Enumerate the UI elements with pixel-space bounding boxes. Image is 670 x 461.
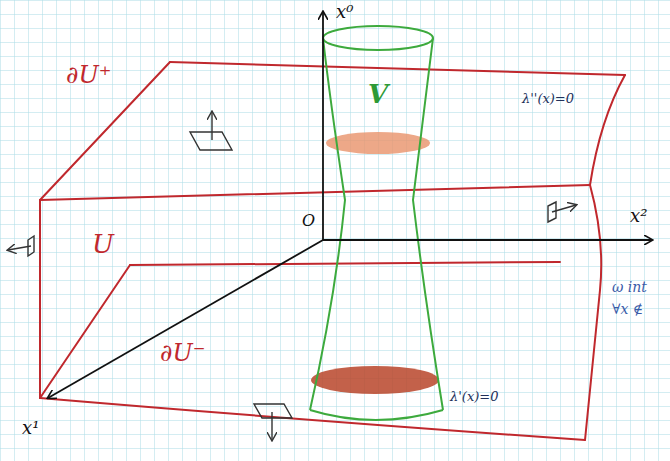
- hourglass-region: [310, 26, 443, 420]
- label: ∀x ∉: [612, 302, 643, 317]
- label: ω int: [612, 280, 647, 295]
- label: x¹: [22, 418, 39, 438]
- label: ∂U⁺: [66, 62, 111, 88]
- axes: [48, 12, 652, 398]
- label: O: [302, 212, 315, 230]
- normal-arrows: [8, 112, 576, 440]
- label: λ'(x)=0: [450, 390, 498, 404]
- label: x⁰: [336, 2, 353, 22]
- label: x²: [630, 206, 647, 226]
- label: λ''(x)=0: [522, 92, 574, 106]
- label: U: [92, 230, 114, 259]
- label: V: [368, 80, 388, 109]
- label: ∂U⁻: [160, 340, 205, 366]
